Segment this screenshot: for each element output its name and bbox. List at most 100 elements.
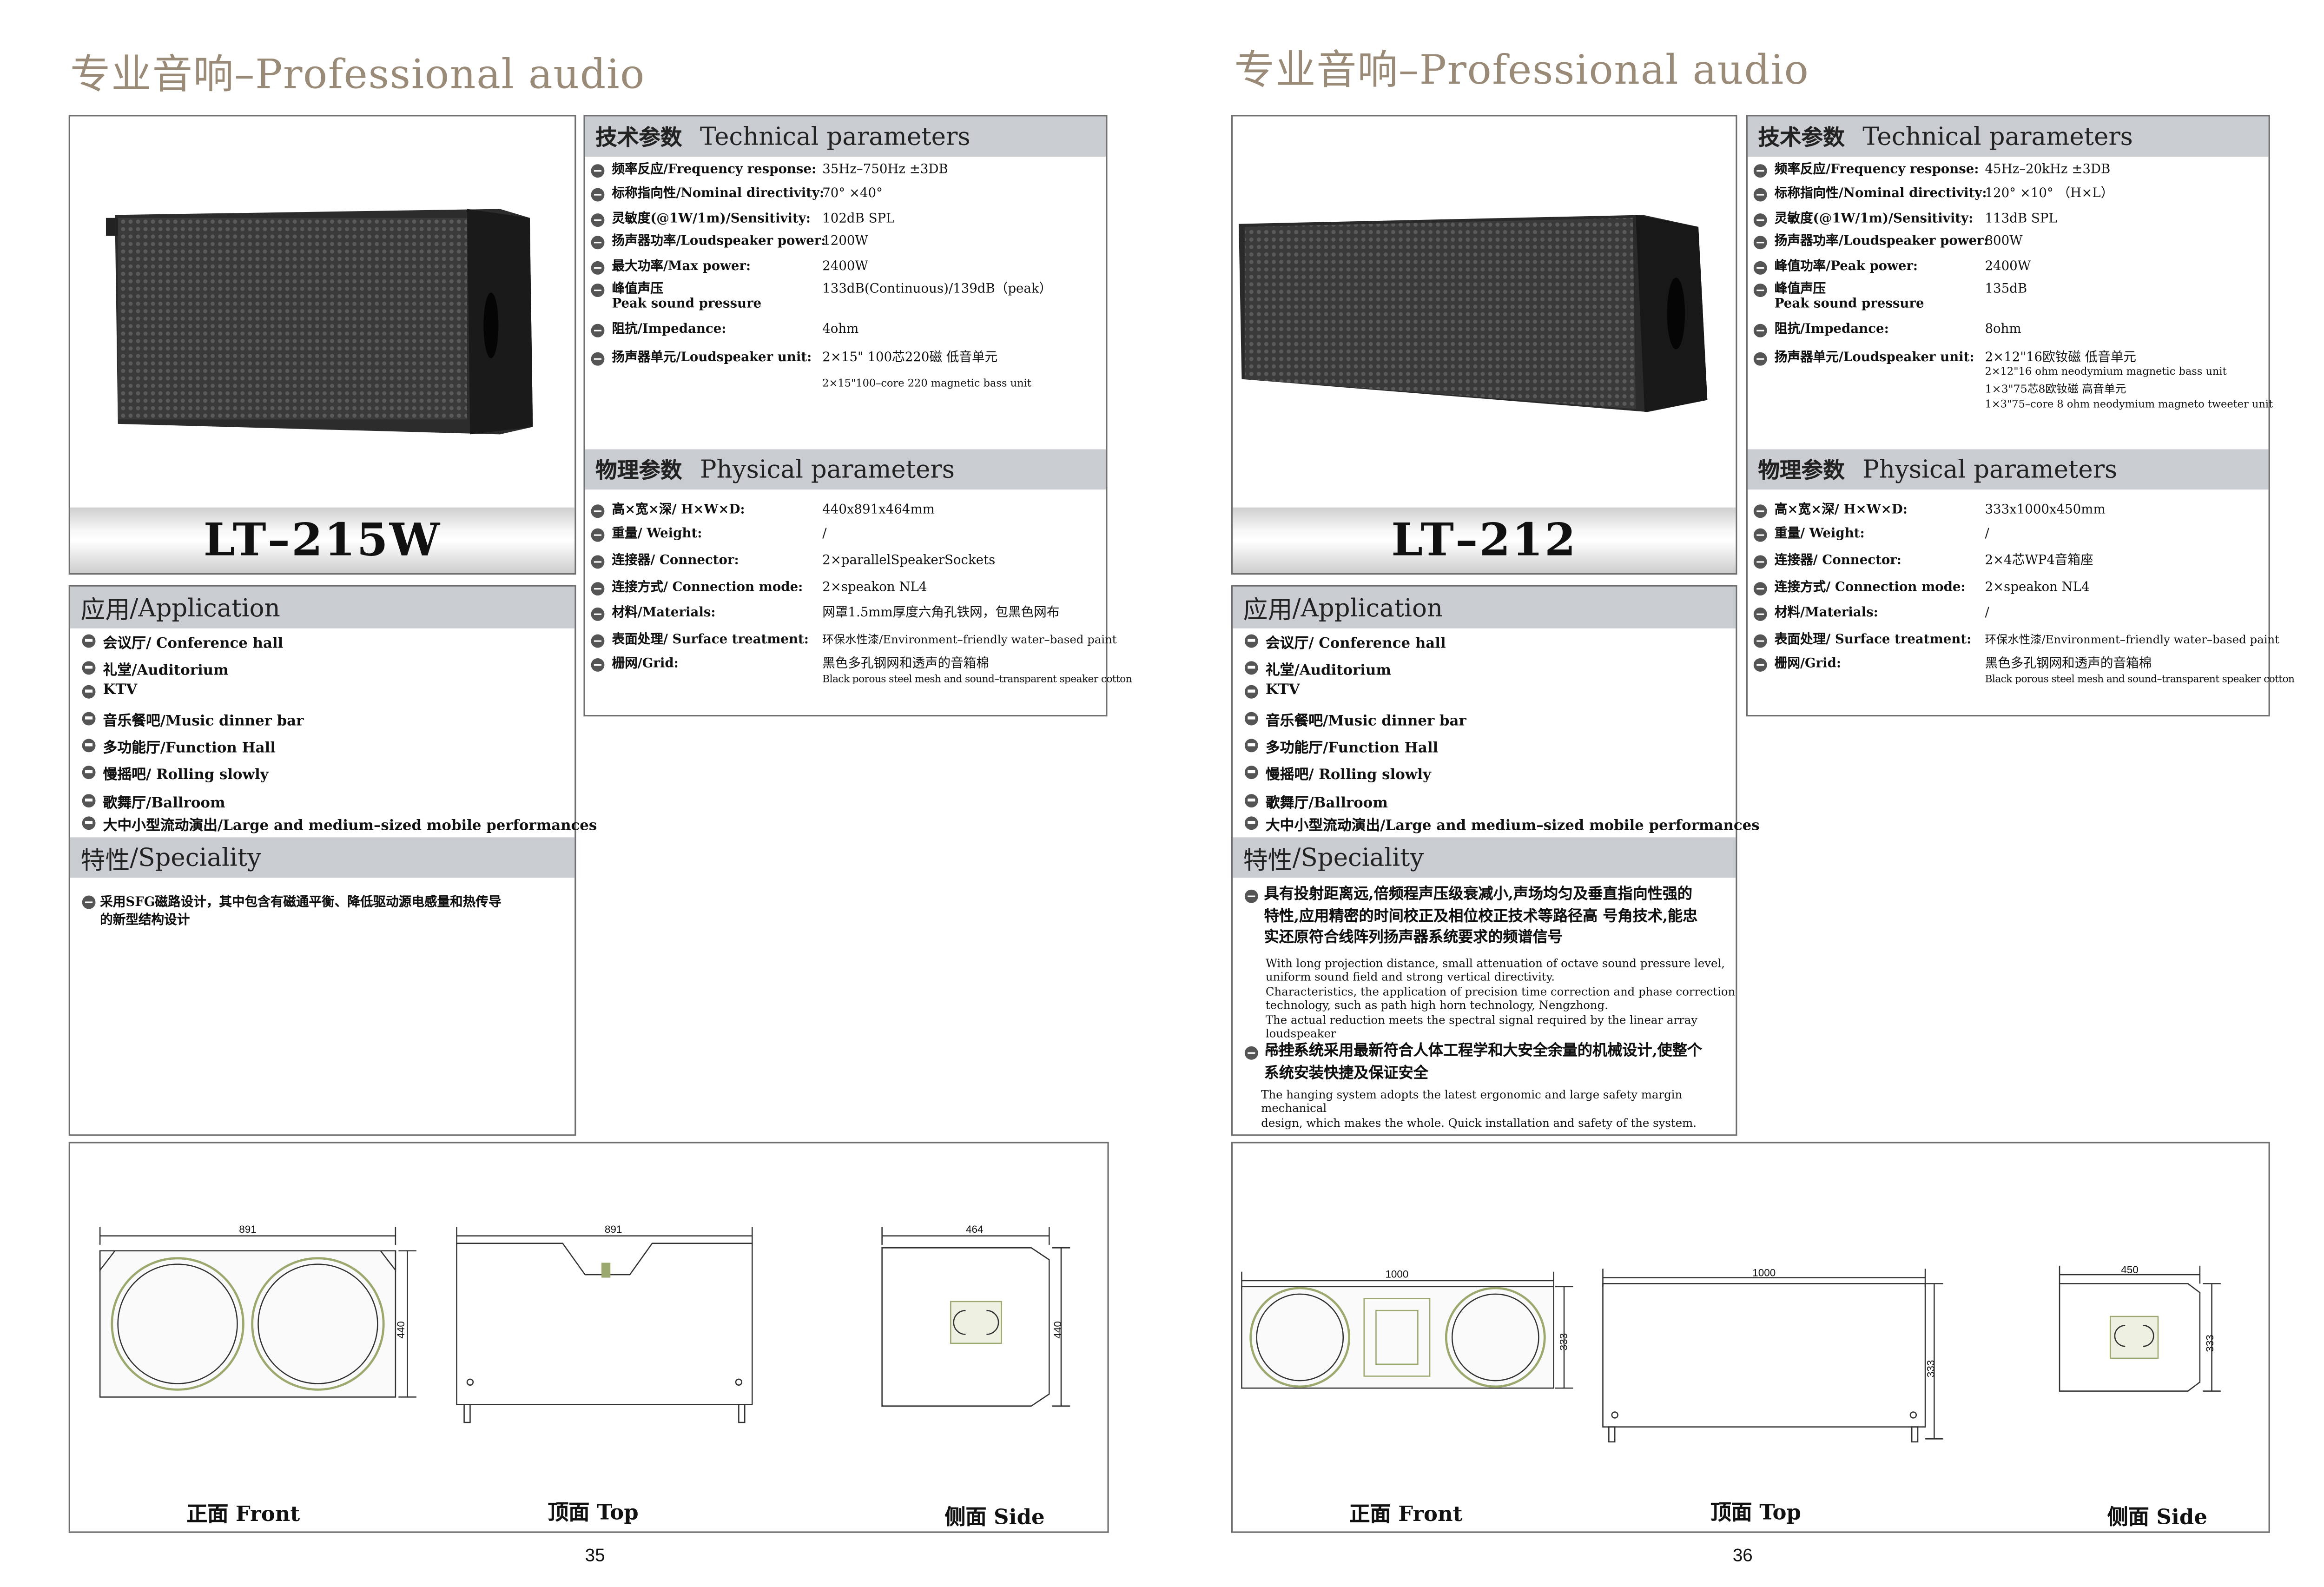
top-view-drawing	[1602, 1269, 1943, 1443]
dim-side-height: 440	[1052, 1321, 1063, 1339]
top-view-drawing	[456, 1227, 753, 1423]
bullet-icon	[82, 793, 96, 807]
bullet-icon	[1753, 284, 1767, 297]
bullet-icon	[591, 188, 605, 202]
model-name-lt215w: LT–215W	[70, 507, 575, 573]
bullet-icon	[591, 324, 605, 337]
application-item: 大中小型流动演出/Large and medium–sized mobile p…	[1244, 813, 1760, 834]
bullet-icon	[1753, 164, 1767, 178]
bullet-icon	[1753, 504, 1767, 518]
application-item: 会议厅/ Conference hall	[1244, 631, 1446, 652]
dim-front-height: 440	[395, 1321, 407, 1339]
dim-front-width: 1000	[1385, 1269, 1408, 1280]
application-item: 歌舞厅/Ballroom	[1244, 791, 1388, 812]
bullet-icon	[591, 504, 605, 518]
dim-top-height: 333	[1925, 1360, 1936, 1378]
application-item: 音乐餐吧/Music dinner bar	[1244, 709, 1466, 730]
dimension-drawing-lt212: 1000 333 1000 333 450 333	[1241, 1264, 2221, 1443]
bullet-icon	[1753, 582, 1767, 596]
application-item: 多功能厅/Function Hall	[1244, 736, 1438, 757]
side-view-drawing	[2059, 1265, 2221, 1392]
bullet-icon	[591, 213, 605, 227]
bullet-icon	[1244, 793, 1258, 807]
application-item: 大中小型流动演出/Large and medium–sized mobile p…	[82, 813, 597, 834]
page-number-left: 35	[585, 1545, 605, 1566]
product-panel-right: LT–212	[1231, 115, 1737, 575]
bullet-icon	[82, 895, 96, 909]
caption-top-right: 顶面 Top	[1710, 1501, 1801, 1526]
bullet-icon	[1753, 658, 1767, 672]
bullet-icon	[82, 684, 96, 698]
bullet-icon	[1244, 684, 1258, 698]
bullet-icon	[82, 711, 96, 725]
speciality-text-1-right: 具有投射距离远,倍频程声压级衰减小,声场均匀及垂直指向性强的 特性,应用精密的时…	[1244, 885, 1697, 950]
bullet-icon	[82, 634, 96, 647]
bullet-icon	[591, 555, 605, 569]
bullet-icon	[591, 352, 605, 366]
bullet-icon	[1244, 815, 1258, 829]
application-item: 多功能厅/Function Hall	[82, 736, 276, 757]
application-panel-left: 应用/Application 会议厅/ Conference hall 礼堂/A…	[68, 585, 597, 1136]
application-item: KTV	[1244, 682, 1300, 699]
bullet-icon	[1753, 261, 1767, 275]
application-item: 会议厅/ Conference hall	[82, 631, 284, 652]
bullet-icon	[1753, 188, 1767, 202]
bullet-icon	[1244, 660, 1258, 674]
bullet-icon	[1753, 528, 1767, 542]
bullet-icon	[1753, 352, 1767, 366]
brand-title-left: 专业音响–Professional audio	[70, 52, 646, 99]
bullet-icon	[82, 815, 96, 829]
speciality-en-1-right: With long projection distance, small att…	[1265, 957, 1736, 1055]
application-heading-right: 应用/Application	[1233, 586, 1736, 628]
dim-top-width: 1000	[1752, 1267, 1776, 1278]
bullet-icon	[82, 765, 96, 779]
drawing-panel-left: 891 440 891 464 440 正面 Front 顶面	[68, 1142, 1109, 1533]
bullet-icon	[591, 164, 605, 178]
page-number-right: 36	[1732, 1545, 1753, 1566]
drawing-panel-right: 1000 333 1000 333 450 333 正面 Front 顶面 T	[1231, 1142, 2270, 1533]
application-item: 歌舞厅/Ballroom	[82, 791, 225, 812]
speciality-en-2-right: The hanging system adopts the latest erg…	[1261, 1088, 1697, 1130]
speciality-heading-left: 特性/Speciality	[70, 837, 575, 878]
bullet-icon	[1753, 213, 1767, 227]
bullet-icon	[1244, 634, 1258, 647]
dim-front-height: 333	[1558, 1333, 1569, 1351]
application-item: 礼堂/Auditorium	[82, 658, 229, 679]
bullet-icon	[591, 634, 605, 648]
bullet-icon	[591, 658, 605, 672]
dim-front-width: 891	[239, 1223, 256, 1235]
caption-front-right: 正面 Front	[1349, 1503, 1463, 1527]
bullet-icon	[591, 607, 605, 621]
bullet-icon	[1244, 1046, 1258, 1060]
dimension-drawing-lt215w: 891 440 891 464 440	[99, 1223, 1070, 1423]
bullet-icon	[1244, 711, 1258, 725]
dim-side-width: 464	[966, 1223, 984, 1235]
bullet-icon	[591, 528, 605, 542]
front-view-drawing	[99, 1227, 416, 1398]
caption-side-left: 侧面 Side	[944, 1506, 1045, 1530]
caption-side-right: 侧面 Side	[2107, 1506, 2207, 1530]
application-item: 礼堂/Auditorium	[1244, 658, 1391, 679]
application-heading-left: 应用/Application	[70, 586, 575, 628]
bullet-icon	[591, 236, 605, 250]
caption-front-left: 正面 Front	[186, 1503, 300, 1527]
bullet-icon	[1753, 324, 1767, 337]
bullet-icon	[82, 660, 96, 674]
application-item: KTV	[82, 682, 137, 699]
bullet-icon	[1753, 634, 1767, 648]
bullet-icon	[591, 582, 605, 596]
front-view-drawing	[1241, 1271, 1573, 1389]
speaker-photo-lt215w	[106, 209, 533, 435]
application-item: 慢摇吧/ Rolling slowly	[82, 763, 269, 784]
speciality-heading-right: 特性/Speciality	[1233, 837, 1736, 878]
bullet-icon	[591, 261, 605, 275]
speaker-photo-lt212	[1239, 215, 1708, 412]
bullet-icon	[1244, 889, 1258, 903]
dim-side-width: 450	[2121, 1264, 2139, 1276]
caption-top-left: 顶面 Top	[548, 1501, 639, 1526]
application-item: 慢摇吧/ Rolling slowly	[1244, 763, 1431, 784]
